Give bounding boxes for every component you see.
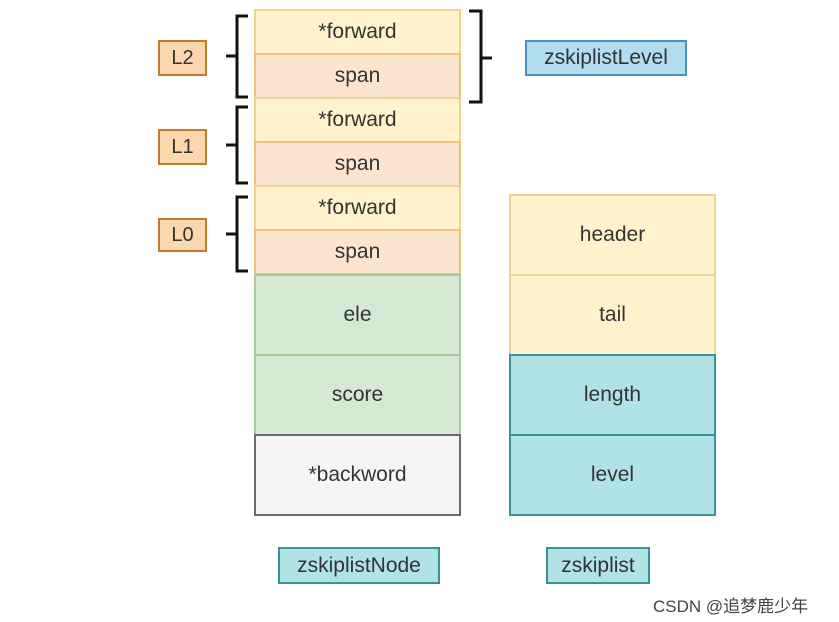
zskiplist-label: zskiplist bbox=[546, 547, 650, 584]
backward-cell: *backword bbox=[254, 434, 461, 516]
l2-span-cell: span bbox=[254, 53, 461, 99]
bracket-zskiplistlevel bbox=[469, 9, 492, 104]
l0-forward-cell: *forward bbox=[254, 185, 461, 231]
l1-forward-cell: *forward bbox=[254, 97, 461, 143]
l2-forward-cell: *forward bbox=[254, 9, 461, 55]
ele-cell: ele bbox=[254, 274, 461, 356]
level-label-l2: L2 bbox=[158, 40, 207, 76]
bracket-l0 bbox=[226, 195, 248, 273]
watermark-text: CSDN @追梦鹿少年 bbox=[653, 597, 809, 616]
l1-span-cell: span bbox=[254, 141, 461, 187]
bracket-l2 bbox=[226, 14, 248, 99]
header-cell: header bbox=[509, 194, 716, 276]
score-cell: score bbox=[254, 354, 461, 436]
bracket-l1 bbox=[226, 105, 248, 185]
zskiplistnode-label: zskiplistNode bbox=[278, 547, 440, 584]
tail-cell: tail bbox=[509, 274, 716, 356]
l0-span-cell: span bbox=[254, 229, 461, 275]
level-label-l1: L1 bbox=[158, 129, 207, 165]
level-cell: level bbox=[509, 434, 716, 516]
length-cell: length bbox=[509, 354, 716, 436]
zskiplistlevel-label: zskiplistLevel bbox=[525, 40, 687, 76]
level-label-l0: L0 bbox=[158, 218, 207, 252]
